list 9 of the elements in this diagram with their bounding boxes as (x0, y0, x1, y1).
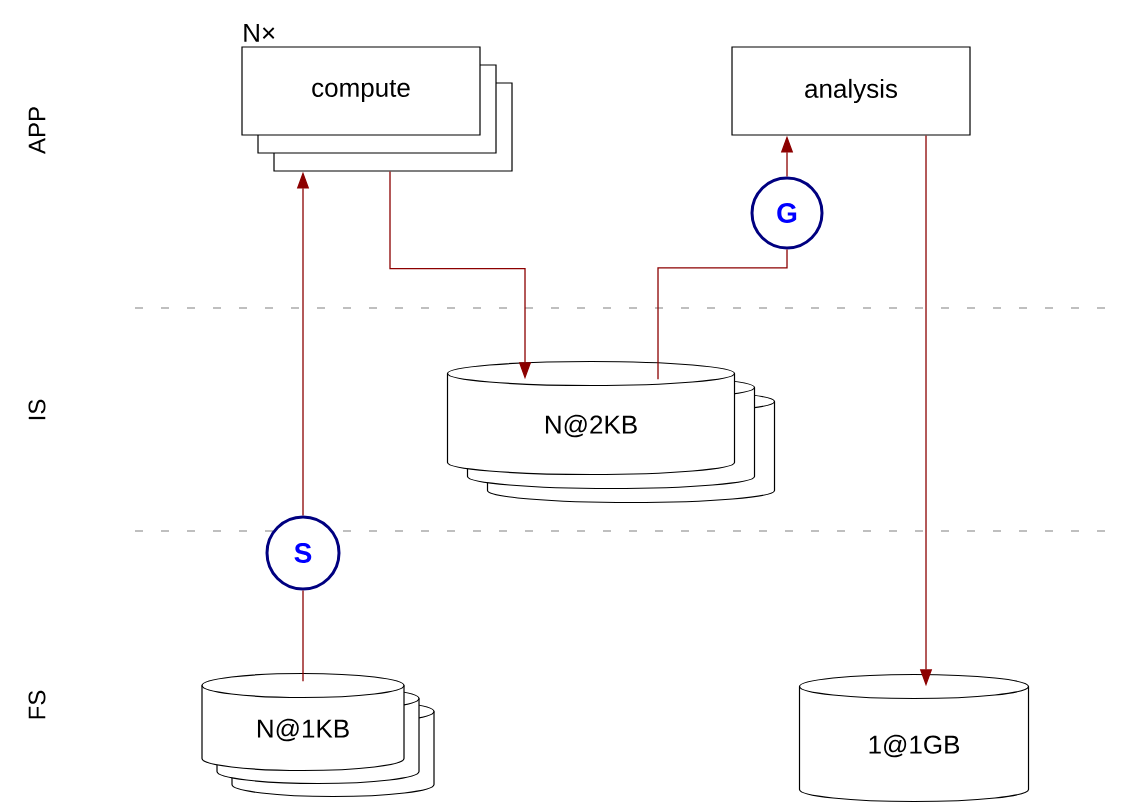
stacked-process-box: compute (241, 46, 513, 172)
stacked-cylinder: N@1KB (201, 672, 435, 798)
layer-label: APP (28, 107, 46, 154)
layer-label: IS (28, 399, 46, 420)
layer-label: FS (28, 690, 46, 719)
multiplicity-label: N× (244, 23, 275, 42)
cylinder: 1@1GB (798, 673, 1030, 803)
process-box: analysis (731, 46, 971, 136)
stacked-cylinder: N@2KB (446, 360, 776, 504)
